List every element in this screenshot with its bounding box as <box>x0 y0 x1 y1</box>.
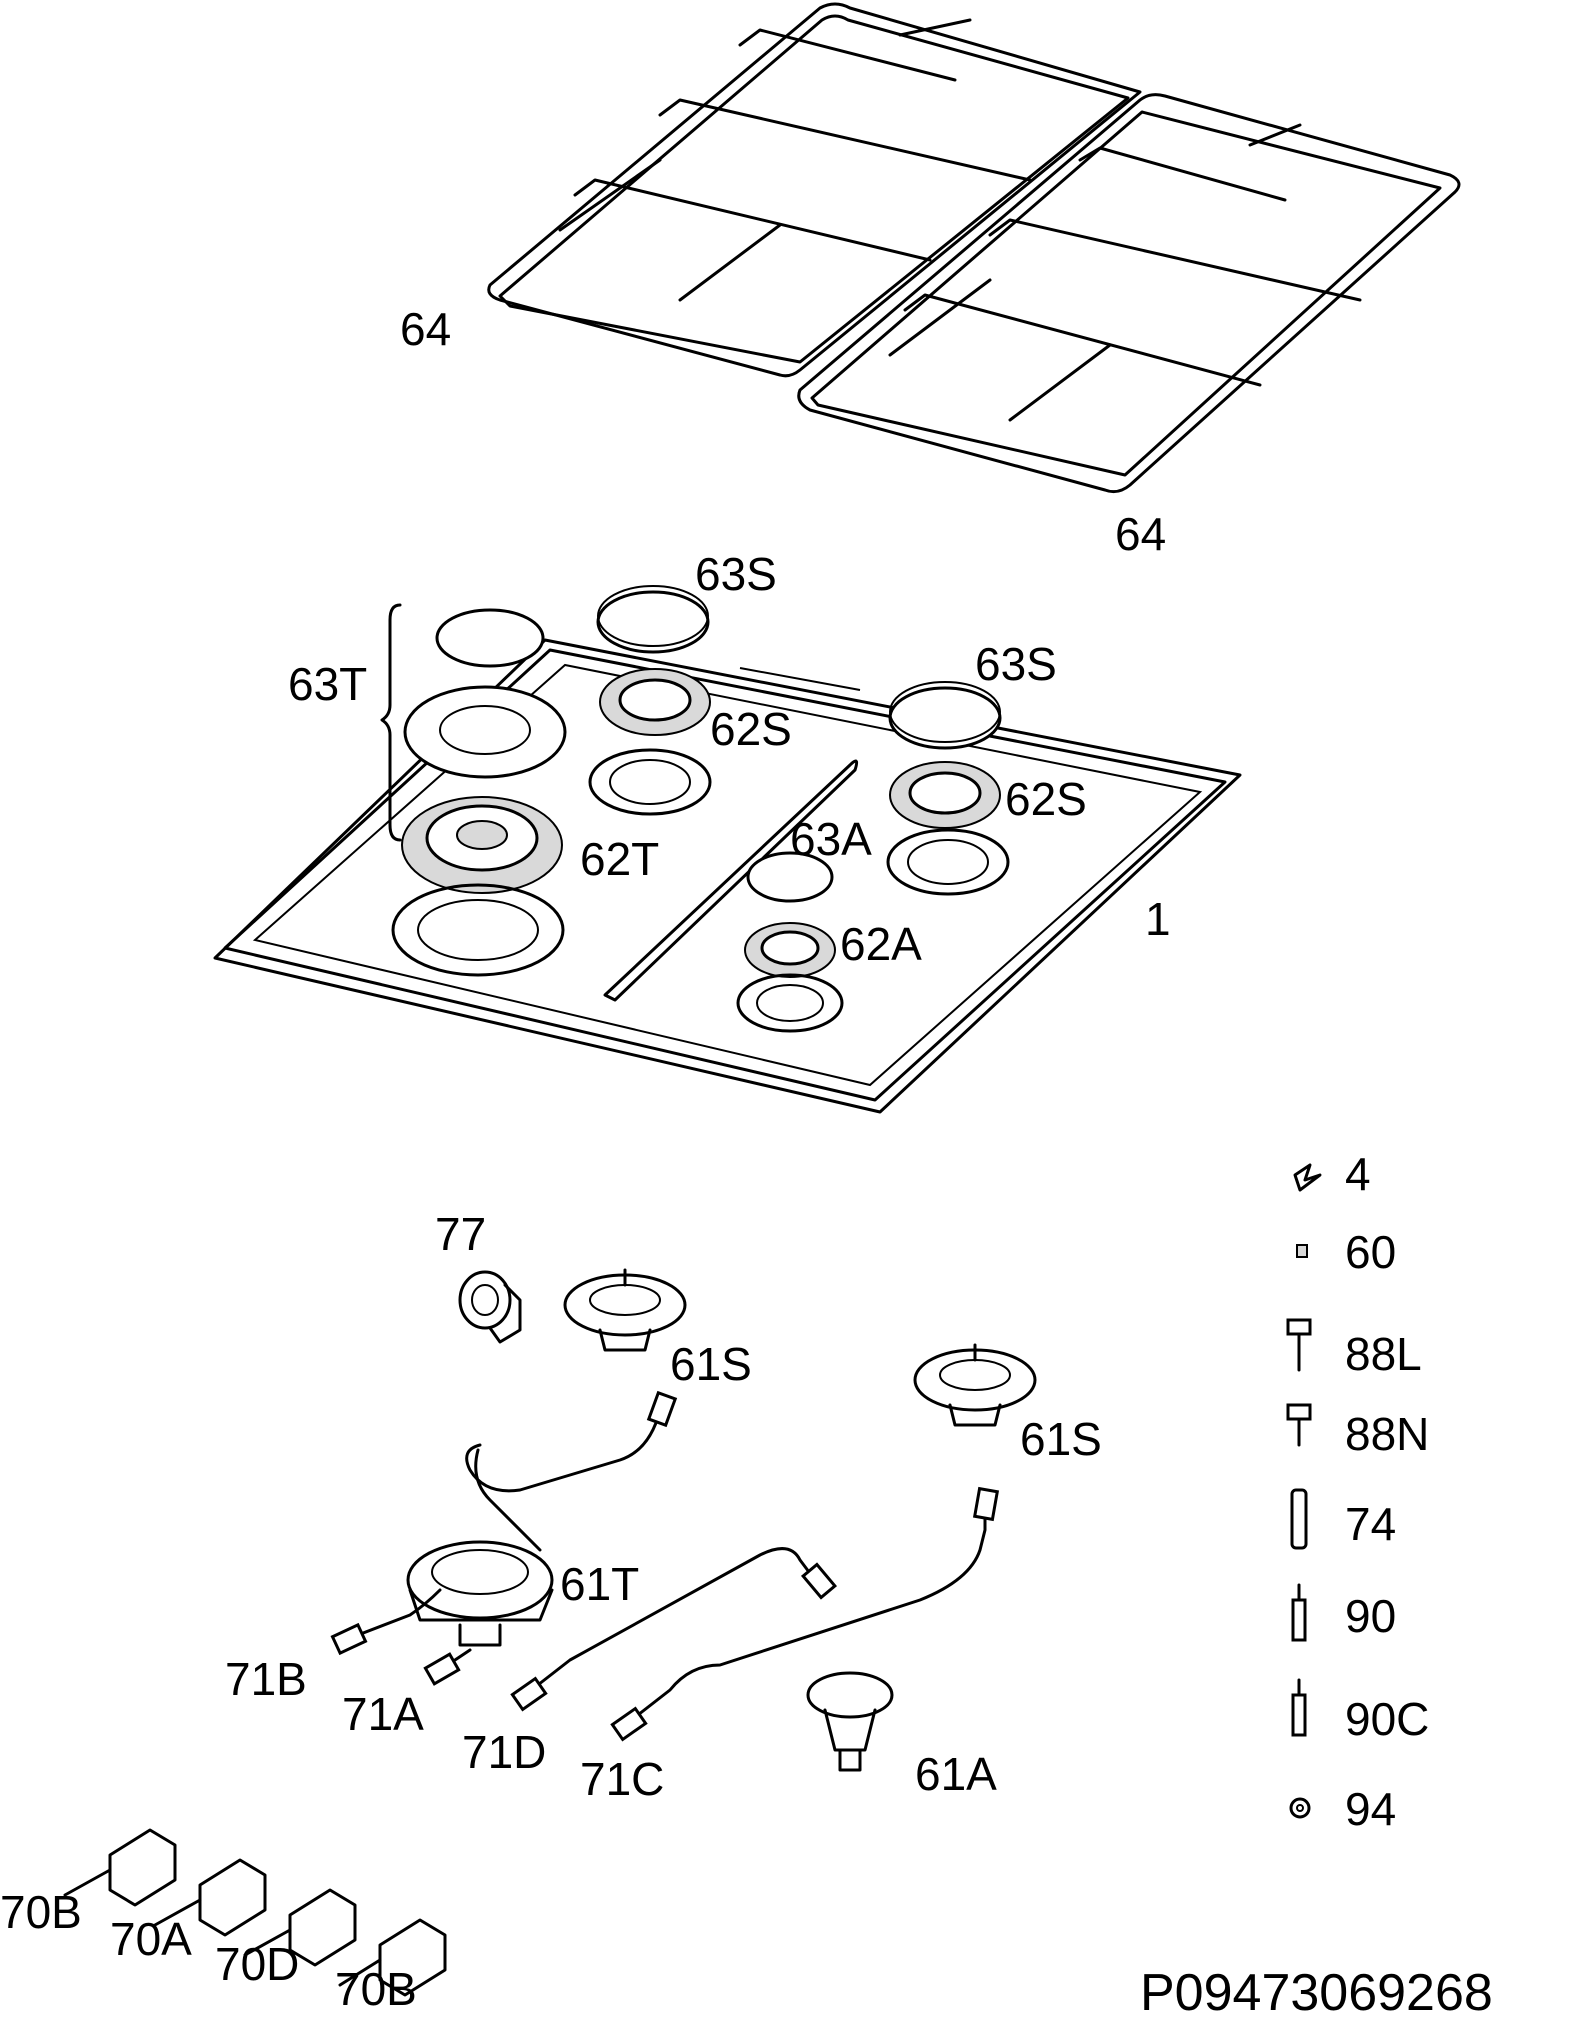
legend-screw-long[interactable]: 88L <box>1286 1318 1422 1380</box>
legend-screw-short[interactable]: 88N <box>1286 1403 1429 1460</box>
burner-cap-small-left[interactable] <box>596 585 710 654</box>
label-burner-triple: 61T <box>560 1558 639 1610</box>
screw-long-icon <box>1286 1318 1312 1372</box>
label-pipe-71C: 71C <box>580 1753 664 1805</box>
legend-code-94: 94 <box>1345 1783 1396 1835</box>
legend-clip[interactable]: 4 <box>1293 1148 1371 1200</box>
burner-crown-small-left[interactable] <box>588 668 712 816</box>
label-cap-top-right: 63S <box>975 638 1057 690</box>
label-tap-70B-right: 70B <box>335 1963 417 2015</box>
label-tap-70A: 70A <box>110 1913 192 1965</box>
label-pipe-71A: 71A <box>342 1688 424 1740</box>
legend-code-90C: 90C <box>1345 1693 1429 1745</box>
burner-cap-triple[interactable] <box>380 603 567 842</box>
label-pipe-71D: 71D <box>462 1726 546 1778</box>
label-cap-top-left: 63S <box>695 548 777 600</box>
label-pipe-71B: 71B <box>225 1653 307 1705</box>
burner-crown-triple[interactable] <box>391 796 565 977</box>
gas-tap-70D[interactable] <box>243 1888 357 1967</box>
gas-pipe-71D[interactable] <box>510 1547 838 1712</box>
sleeve-icon <box>1290 1488 1308 1550</box>
legend-spark-electrode-cable[interactable]: 90C <box>1291 1678 1429 1745</box>
legend-code-60: 60 <box>1345 1226 1396 1278</box>
gas-pipe-71B[interactable] <box>330 1448 542 1656</box>
label-tap-70B-left: 70B <box>0 1886 82 1938</box>
gas-tap-70B-left[interactable] <box>63 1828 177 1907</box>
legend-code-4: 4 <box>1345 1148 1371 1200</box>
label-burner-small-right: 61S <box>1020 1413 1102 1465</box>
spark-electrode-cable-icon <box>1291 1678 1307 1737</box>
legend-nut[interactable]: 60 <box>1296 1226 1396 1278</box>
pan-support-grid-right[interactable] <box>797 93 1461 494</box>
label-burner-aux: 61A <box>915 1748 997 1800</box>
burner-cap-aux[interactable] <box>746 851 834 903</box>
screw-short-icon <box>1286 1403 1312 1447</box>
label-grid-left: 64 <box>400 303 451 355</box>
spark-electrode-icon <box>1291 1583 1307 1642</box>
label-cap-triple: 63T <box>288 658 367 710</box>
document-code: P09473069268 <box>1140 1964 1493 2022</box>
nut-icon <box>1296 1244 1308 1258</box>
label-tap-70D: 70D <box>215 1938 299 1990</box>
gas-inlet-elbow[interactable] <box>458 1270 522 1344</box>
label-hob-top: 1 <box>1145 893 1171 945</box>
legend-washer[interactable]: 94 <box>1289 1783 1396 1835</box>
legend-sleeve[interactable]: 74 <box>1290 1488 1396 1550</box>
legend-code-74: 74 <box>1345 1498 1396 1550</box>
washer-icon <box>1289 1797 1311 1819</box>
burner-cap-small-right[interactable] <box>888 681 1002 750</box>
legend-code-90: 90 <box>1345 1590 1396 1642</box>
label-elbow: 77 <box>435 1208 486 1260</box>
gas-pipe-71A[interactable] <box>423 1390 678 1686</box>
pan-support-grid-left[interactable] <box>487 2 1142 378</box>
label-cap-aux: 63A <box>790 813 872 865</box>
clip-icon <box>1293 1163 1322 1192</box>
legend-code-88L: 88L <box>1345 1328 1422 1380</box>
label-grid-right: 64 <box>1115 508 1166 560</box>
gas-tap-70B-right[interactable] <box>338 1918 447 1997</box>
label-burner-small-left: 61S <box>670 1338 752 1390</box>
burner-body-aux[interactable] <box>806 1671 894 1772</box>
burner-body-small-left[interactable] <box>563 1268 687 1352</box>
burner-crown-small-right[interactable] <box>886 761 1010 896</box>
gas-tap-70A[interactable] <box>153 1858 267 1937</box>
burner-crown-aux[interactable] <box>736 922 844 1033</box>
label-crown-triple: 62T <box>580 833 659 885</box>
legend-spark-electrode[interactable]: 90 <box>1291 1583 1396 1642</box>
burner-body-triple[interactable] <box>406 1540 554 1647</box>
gas-pipe-71C[interactable] <box>610 1486 1000 1742</box>
burner-body-small-right[interactable] <box>913 1343 1037 1427</box>
label-crown-aux: 62A <box>840 918 922 970</box>
legend-code-88N: 88N <box>1345 1408 1429 1460</box>
label-crown-small-right: 62S <box>1005 773 1087 825</box>
label-crown-small-left: 62S <box>710 703 792 755</box>
